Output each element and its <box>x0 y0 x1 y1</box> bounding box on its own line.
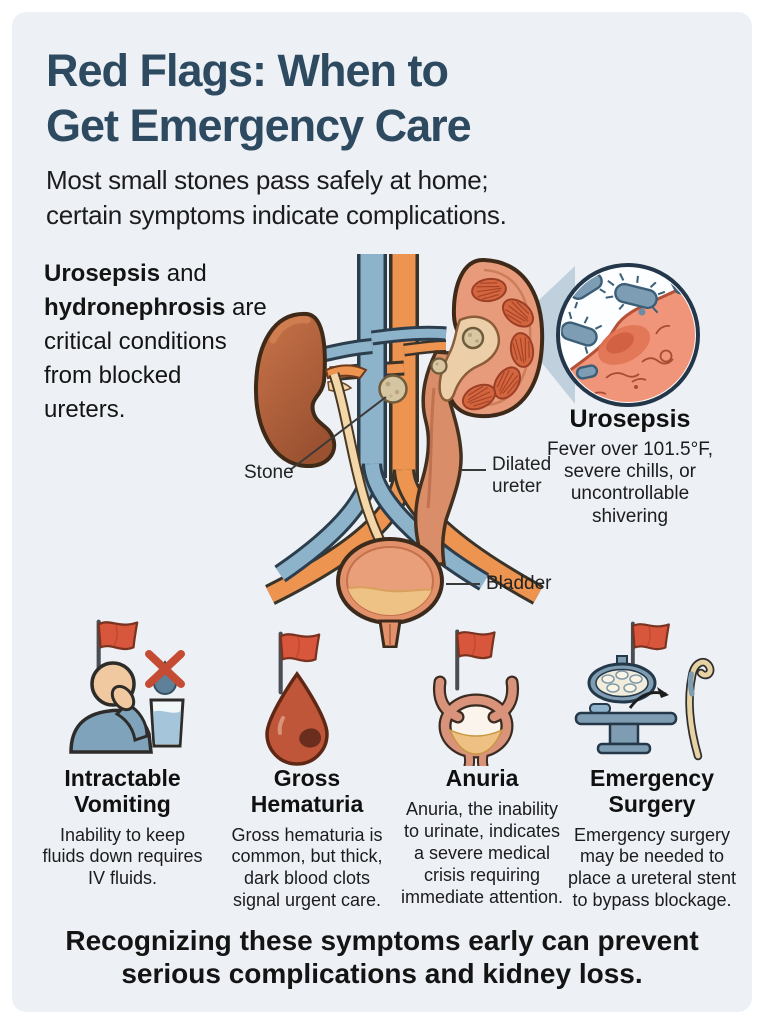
intro-connector: and <box>160 260 207 287</box>
red-flag-icon <box>457 632 494 689</box>
footer-note: Recognizing these symptoms early can pre… <box>65 925 699 990</box>
vomiting-person-icon <box>30 616 215 766</box>
page-subtitle: Most small stones pass safely at home; c… <box>46 165 507 230</box>
bacteria-dot <box>638 308 646 316</box>
blood-clot <box>299 728 321 748</box>
empty-bladder <box>432 675 520 772</box>
urosepsis-description: Fever over 101.5°F, severe chills, or un… <box>546 439 713 527</box>
urosepsis-title: Urosepsis <box>569 405 691 433</box>
blood-drop-icon <box>215 616 399 766</box>
intro-rest: are critical conditions from blocked ure… <box>44 294 267 424</box>
symptom-description: Gross hematuria is common, but thick, da… <box>231 824 383 911</box>
bladder-label: Bladder <box>486 573 552 594</box>
symptom-card-emergency-surgery: Emergency Surgery Emergency surgery may … <box>564 616 740 912</box>
dilated-ureter-label: Dilated ureter <box>492 454 552 497</box>
kidney-stone-in-pelvis <box>461 326 485 350</box>
symptom-card-intractable-vomiting: Intractable Vomiting Inability to keep f… <box>30 616 215 890</box>
surgical-lamp <box>587 655 657 704</box>
intro-text: Urosepsis and hydronephrosis are critica… <box>44 257 268 427</box>
page-title: Red Flags: When to Get Emergency Care <box>46 45 472 151</box>
symptom-title: Intractable Vomiting <box>64 765 181 817</box>
kidney-stone-at-ureter-junction <box>430 357 448 375</box>
arrow-icon <box>628 687 669 709</box>
symptom-card-gross-hematuria: Gross Hematuria Gross hematuria is commo… <box>215 616 399 912</box>
no-fluids-icon <box>144 650 185 695</box>
vomiting-person <box>68 661 153 754</box>
label-leader-lines <box>289 396 486 585</box>
bladder-icon <box>392 616 572 772</box>
operating-table <box>574 703 678 755</box>
surgery-icon <box>564 616 740 766</box>
symptom-title: Emergency Surgery <box>589 765 714 817</box>
ureteral-stent <box>685 657 715 761</box>
obstructing-kidney-stone <box>378 374 408 404</box>
symptom-title: Gross Hematuria <box>250 765 364 817</box>
magnifier-wedge <box>522 266 575 404</box>
bladder-shape <box>336 537 444 648</box>
dilated-ureter <box>413 350 466 566</box>
water-glass-icon <box>148 698 185 748</box>
low-urine-level <box>448 728 504 755</box>
stone-label: Stone <box>244 462 294 483</box>
urinary-tract-illustration <box>253 254 700 648</box>
blood-drop <box>265 670 329 766</box>
intro-term-hydronephrosis: hydronephrosis <box>44 294 226 322</box>
symptom-description: Inability to keep fluids down requires I… <box>42 824 203 889</box>
symptom-description: Emergency surgery may be needed to place… <box>567 824 737 911</box>
symptom-title: Anuria <box>445 765 519 791</box>
right-kidney-cross-section <box>430 257 545 419</box>
intro-term-urosepsis: Urosepsis <box>44 260 161 287</box>
symptom-card-anuria: Anuria Anuria, the inability to urinate,… <box>392 616 572 909</box>
left-kidney <box>253 311 368 469</box>
symptom-description: Anuria, the inability to urinate, indica… <box>400 798 564 907</box>
